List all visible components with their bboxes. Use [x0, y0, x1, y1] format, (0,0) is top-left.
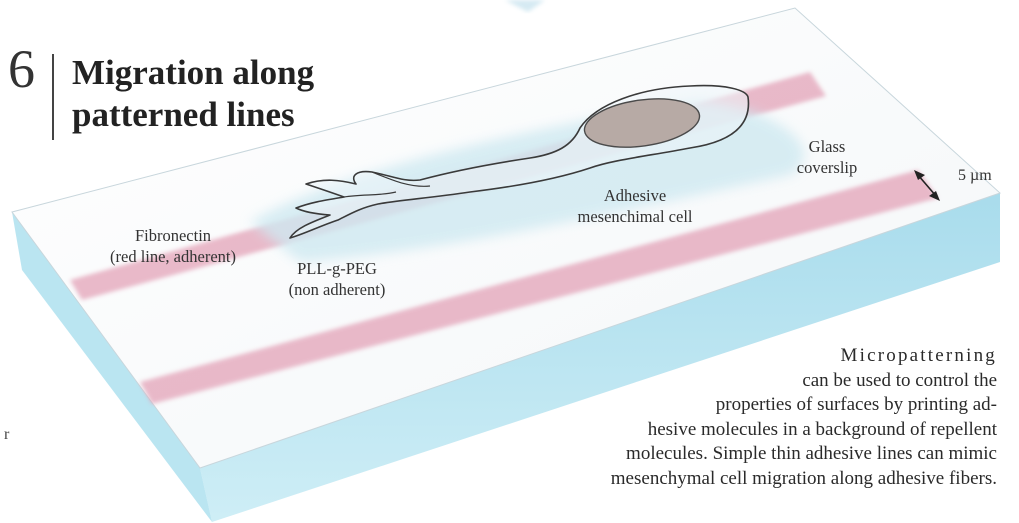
cell-label: Adhesive mesenchimal cell: [560, 185, 710, 227]
description-line-1: Micropatterning: [477, 344, 997, 369]
edge-letter: r: [4, 426, 9, 444]
description-line-3: properties of surfaces by printing ad-: [477, 393, 997, 418]
cell-label-line-1: Adhesive: [560, 185, 710, 206]
description-line-2: can be used to control the: [477, 369, 997, 394]
fibronectin-label: Fibronectin (red line, adherent): [88, 225, 258, 267]
pll-peg-label: PLL-g-PEG (non adherent): [262, 258, 412, 300]
fibronectin-label-line-1: Fibronectin: [88, 225, 258, 246]
pll-peg-label-line-1: PLL-g-PEG: [262, 258, 412, 279]
glass-label-line-1: Glass: [772, 136, 882, 157]
cell-label-line-2: mesenchimal cell: [560, 206, 710, 227]
fibronectin-label-line-2: (red line, adherent): [88, 246, 258, 267]
pll-peg-label-line-2: (non adherent): [262, 279, 412, 300]
width-label: 5 µm: [958, 165, 992, 186]
title-line-1: Migration along: [72, 52, 314, 94]
glass-label: Glass coverslip: [772, 136, 882, 178]
glass-label-line-2: coverslip: [772, 157, 882, 178]
description-line-4: hesive molecules in a background of repe…: [477, 418, 997, 443]
description-line-5: molecules. Simple thin adhesive lines ca…: [477, 442, 997, 467]
figure-number: 6: [8, 42, 35, 96]
figure-title: Migration along patterned lines: [72, 52, 314, 136]
description-line-6: mesenchymal cell migration along adhesiv…: [477, 467, 997, 492]
top-blue-wash: [505, 0, 545, 12]
title-divider: [52, 54, 54, 140]
title-line-2: patterned lines: [72, 94, 314, 136]
description-text: Micropatterning can be used to control t…: [477, 344, 997, 491]
